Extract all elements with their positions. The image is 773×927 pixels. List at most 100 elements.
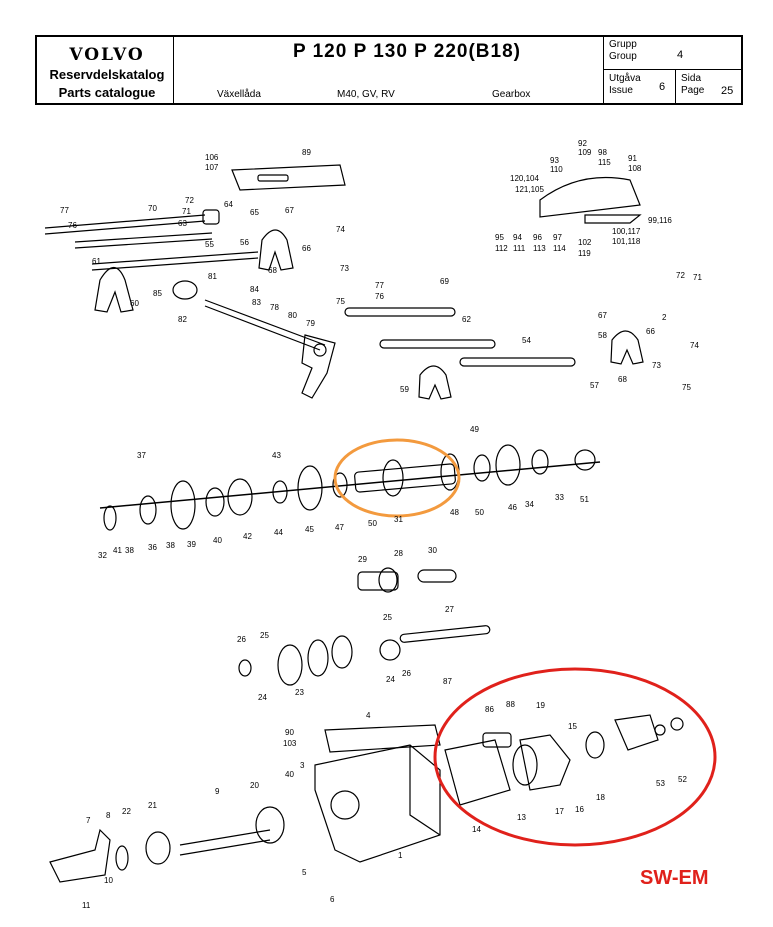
gear-42 xyxy=(227,478,253,516)
svg-text:37: 37 xyxy=(137,451,146,460)
svg-text:72: 72 xyxy=(676,271,685,280)
svg-text:24: 24 xyxy=(258,693,267,702)
svg-text:74: 74 xyxy=(336,225,345,234)
svg-text:112: 112 xyxy=(495,244,508,253)
svg-text:42: 42 xyxy=(243,532,252,541)
svg-text:29: 29 xyxy=(358,555,367,564)
svg-text:54: 54 xyxy=(522,336,531,345)
svg-text:115: 115 xyxy=(598,158,611,167)
svg-text:101,118: 101,118 xyxy=(612,237,641,246)
top-housing-91 xyxy=(539,177,641,218)
svg-text:46: 46 xyxy=(508,503,517,512)
svg-text:39: 39 xyxy=(187,540,196,549)
svg-text:21: 21 xyxy=(148,801,157,810)
svg-text:48: 48 xyxy=(450,508,459,517)
issue-value: 6 xyxy=(659,81,666,93)
svg-text:6: 6 xyxy=(330,895,335,904)
svg-text:68: 68 xyxy=(618,375,627,384)
gear-cluster-23 xyxy=(277,644,303,686)
cover-plate-89 xyxy=(231,164,346,191)
svg-text:114: 114 xyxy=(553,244,566,253)
page-label-en: Page xyxy=(681,85,705,96)
svg-text:71: 71 xyxy=(182,207,191,216)
part-name-sv: Växellåda xyxy=(217,89,261,100)
input-gear-20 xyxy=(255,806,285,844)
catalog-title-en: Parts catalogue xyxy=(58,85,156,100)
svg-text:88: 88 xyxy=(506,700,515,709)
svg-text:22: 22 xyxy=(122,807,131,816)
gear-46 xyxy=(495,444,521,486)
svg-text:53: 53 xyxy=(656,779,665,788)
bearing-21 xyxy=(145,831,171,865)
svg-text:20: 20 xyxy=(250,781,259,790)
svg-text:44: 44 xyxy=(274,528,283,537)
svg-text:3: 3 xyxy=(300,761,305,770)
svg-text:66: 66 xyxy=(302,244,311,253)
svg-text:26: 26 xyxy=(402,669,411,678)
svg-text:73: 73 xyxy=(340,264,349,273)
svg-text:90: 90 xyxy=(285,728,294,737)
svg-text:69: 69 xyxy=(440,277,449,286)
gear-39 xyxy=(170,480,196,530)
shift-lever-79 xyxy=(301,334,336,399)
svg-text:77: 77 xyxy=(375,281,384,290)
catalog-header: VOLVO Reservdelskatalog Parts catalogue … xyxy=(35,35,743,105)
gasket-90 xyxy=(324,724,441,753)
selector-fork-68 xyxy=(610,330,644,365)
bearing-51 xyxy=(574,449,596,471)
svg-text:8: 8 xyxy=(106,811,111,820)
gear-45 xyxy=(297,465,323,511)
highlight-orange xyxy=(333,438,461,518)
gasket-14 xyxy=(444,739,511,806)
svg-text:85: 85 xyxy=(153,289,162,298)
rear-housing-13 xyxy=(519,734,571,791)
svg-text:74: 74 xyxy=(690,341,699,350)
svg-text:120,104: 120,104 xyxy=(510,174,539,183)
svg-text:52: 52 xyxy=(678,775,687,784)
svg-text:25: 25 xyxy=(383,613,392,622)
svg-text:38: 38 xyxy=(125,546,134,555)
svg-text:121,105: 121,105 xyxy=(515,185,544,194)
svg-text:119: 119 xyxy=(578,249,591,258)
shaft-27 xyxy=(399,625,491,643)
svg-text:45: 45 xyxy=(305,525,314,534)
svg-text:77: 77 xyxy=(60,206,69,215)
svg-text:60: 60 xyxy=(130,299,139,308)
shift-rod-69 xyxy=(344,307,456,317)
svg-text:87: 87 xyxy=(443,677,452,686)
svg-text:108: 108 xyxy=(628,164,642,173)
svg-text:92: 92 xyxy=(578,139,587,148)
svg-text:91: 91 xyxy=(628,154,637,163)
svg-text:5: 5 xyxy=(302,868,307,877)
selector-fork-66 xyxy=(258,229,294,271)
svg-text:76: 76 xyxy=(68,221,77,230)
svg-text:86: 86 xyxy=(485,705,494,714)
group-label-sv: Grupp xyxy=(609,39,637,50)
svg-text:4: 4 xyxy=(366,711,371,720)
svg-text:66: 66 xyxy=(646,327,655,336)
svg-text:80: 80 xyxy=(288,311,297,320)
input-cover-7 xyxy=(49,828,111,883)
countershaft-29 xyxy=(357,571,399,591)
seal-18 xyxy=(585,731,605,759)
svg-text:13: 13 xyxy=(517,813,526,822)
gearbox-case-1 xyxy=(314,744,441,863)
svg-text:78: 78 xyxy=(270,303,279,312)
svg-text:23: 23 xyxy=(295,688,304,697)
svg-text:103: 103 xyxy=(283,739,297,748)
svg-text:1: 1 xyxy=(398,851,403,860)
svg-text:34: 34 xyxy=(525,500,534,509)
svg-text:30: 30 xyxy=(428,546,437,555)
svg-text:40: 40 xyxy=(285,770,294,779)
svg-text:113: 113 xyxy=(533,244,546,253)
svg-text:33: 33 xyxy=(555,493,564,502)
svg-text:70: 70 xyxy=(148,204,157,213)
svg-text:79: 79 xyxy=(306,319,315,328)
svg-text:97: 97 xyxy=(553,233,562,242)
highlight-red xyxy=(433,667,717,847)
svg-text:84: 84 xyxy=(250,285,259,294)
shift-rod-54 xyxy=(459,357,576,367)
svg-text:110: 110 xyxy=(550,165,563,174)
svg-text:11: 11 xyxy=(82,901,91,910)
